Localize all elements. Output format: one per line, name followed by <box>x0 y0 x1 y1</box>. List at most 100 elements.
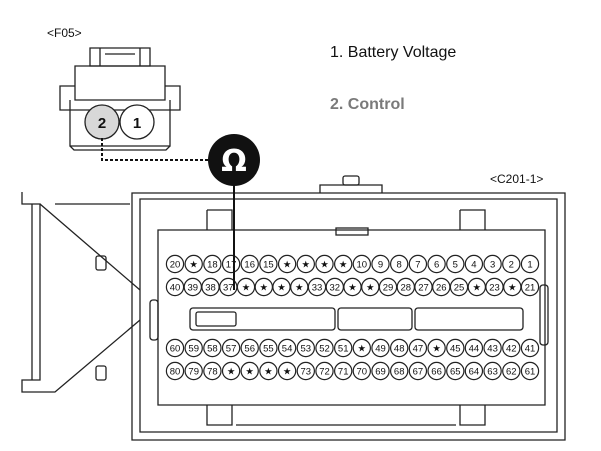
c201-pin-circle <box>165 361 185 381</box>
c201-pin-blank-star: ★ <box>366 282 375 293</box>
c201-pin-blank-star: ★ <box>260 282 269 293</box>
c201-pin-label: 42 <box>506 343 517 354</box>
c201-pin-label: 5 <box>453 259 458 270</box>
c201-pin-circle <box>464 361 484 381</box>
c201-pin-circle <box>221 361 241 381</box>
c201-pin-circle <box>520 254 540 274</box>
c201-pin-circle <box>221 254 241 274</box>
c201-pin-blank-star: ★ <box>264 366 273 377</box>
legend-battery-voltage: 1. Battery Voltage <box>330 44 456 61</box>
c201-pin-label: 79 <box>188 366 199 377</box>
c201-pin-circle <box>296 361 315 381</box>
c201-pin-blank-star: ★ <box>283 366 292 377</box>
c201-pin-circle <box>446 338 465 358</box>
f05-connector-label: <F05> <box>47 26 82 40</box>
c201-pin-label: 17 <box>226 259 237 270</box>
c201-pin-label: 6 <box>434 259 439 270</box>
c201-pin-label: 33 <box>312 282 323 293</box>
c201-pin-blank-star: ★ <box>432 343 441 354</box>
c201-pin-circle <box>221 338 241 358</box>
c201-pin-label: 78 <box>207 366 218 377</box>
c201-pin-circle <box>315 338 334 358</box>
c201-pin-label: 49 <box>375 343 386 354</box>
c201-pin-label: 29 <box>383 282 394 293</box>
c201-pin-label: 10 <box>357 259 368 270</box>
c201-pin-blank-star: ★ <box>295 282 304 293</box>
c201-pin-blank-star: ★ <box>302 259 311 270</box>
c201-pin-blank-star: ★ <box>277 282 286 293</box>
c201-pin-circle <box>240 254 259 274</box>
c201-pin-label: 21 <box>525 282 536 293</box>
c201-pin-blank-star: ★ <box>473 282 482 293</box>
c201-pin-label: 71 <box>338 366 349 377</box>
c201-pin-label: 44 <box>469 343 480 354</box>
c201-pin-circle <box>427 254 446 274</box>
c201-pin-circle <box>390 338 409 358</box>
c201-pin-label: 59 <box>188 343 199 354</box>
c201-pin-label: 27 <box>418 282 429 293</box>
c201-pin-blank-star: ★ <box>339 259 348 270</box>
c201-pin-label: 9 <box>378 259 383 270</box>
c201-pin-circle <box>277 254 297 274</box>
c201-pin-circle <box>371 361 390 381</box>
f05-pin-1-label: 1 <box>133 115 141 132</box>
c201-pin-circle <box>277 338 297 358</box>
c201-pin-label: 64 <box>469 366 480 377</box>
c201-connector <box>21 175 566 441</box>
c201-pin-circle <box>201 277 220 297</box>
c201-pin-circle <box>203 338 222 358</box>
c201-pin-label: 63 <box>487 366 498 377</box>
c201-pin-label: 18 <box>207 259 218 270</box>
c201-pin-circle <box>165 277 185 297</box>
c201-pin-circle <box>184 338 203 358</box>
c201-pin-circle <box>502 254 521 274</box>
c201-pin-label: 32 <box>330 282 341 293</box>
c201-pin-circle <box>464 338 484 358</box>
c201-pin-label: 69 <box>375 366 386 377</box>
c201-pin-blank-star: ★ <box>242 282 251 293</box>
c201-pin-circle <box>334 254 353 274</box>
c201-pin-circle <box>203 361 222 381</box>
c201-pin-label: 16 <box>244 259 255 270</box>
c201-pin-label: 73 <box>301 366 312 377</box>
c201-pin-blank-star: ★ <box>189 259 198 270</box>
c201-pin-circle <box>483 338 502 358</box>
c201-pin-circle <box>371 254 390 274</box>
c201-pin-circle <box>334 361 353 381</box>
c201-pin-label: 65 <box>450 366 461 377</box>
c201-pin-circle <box>483 254 502 274</box>
c201-pin-label: 15 <box>263 259 274 270</box>
c201-pin-circle <box>334 338 353 358</box>
c201-pin-label: 61 <box>525 366 536 377</box>
c201-pin-circle <box>390 254 409 274</box>
c201-pin-circle <box>203 254 222 274</box>
c201-pin-label: 53 <box>301 343 312 354</box>
c201-pin-label: 41 <box>525 343 536 354</box>
c201-pin-circle <box>240 338 259 358</box>
c201-connector-label: <C201-1> <box>490 172 543 186</box>
c201-pin-circle <box>427 338 446 358</box>
c201-pin-label: 51 <box>338 343 349 354</box>
c201-pin-label: 52 <box>319 343 330 354</box>
c201-pin-blank-star: ★ <box>348 282 357 293</box>
legend-control: 2. Control <box>330 96 405 113</box>
ohmmeter-icon <box>208 134 260 186</box>
c201-pin-label: 70 <box>357 366 368 377</box>
c201-pin-circle <box>446 361 465 381</box>
c201-pin-blank-star: ★ <box>245 366 254 377</box>
c201-pin-label: 26 <box>436 282 447 293</box>
c201-pin-circle <box>371 338 390 358</box>
c201-pin-circle <box>520 277 540 297</box>
c201-pin-label: 3 <box>490 259 495 270</box>
c201-pin-label: 40 <box>170 282 181 293</box>
c201-pin-label: 43 <box>487 343 498 354</box>
c201-pin-circle <box>464 254 484 274</box>
c201-pin-label: 56 <box>244 343 255 354</box>
c201-pin-blank-star: ★ <box>508 282 517 293</box>
c201-pin-label: 25 <box>454 282 465 293</box>
c201-pin-circle <box>315 361 334 381</box>
c201-pin-label: 28 <box>401 282 412 293</box>
c201-pin-circle <box>520 361 540 381</box>
c201-pin-label: 72 <box>319 366 330 377</box>
